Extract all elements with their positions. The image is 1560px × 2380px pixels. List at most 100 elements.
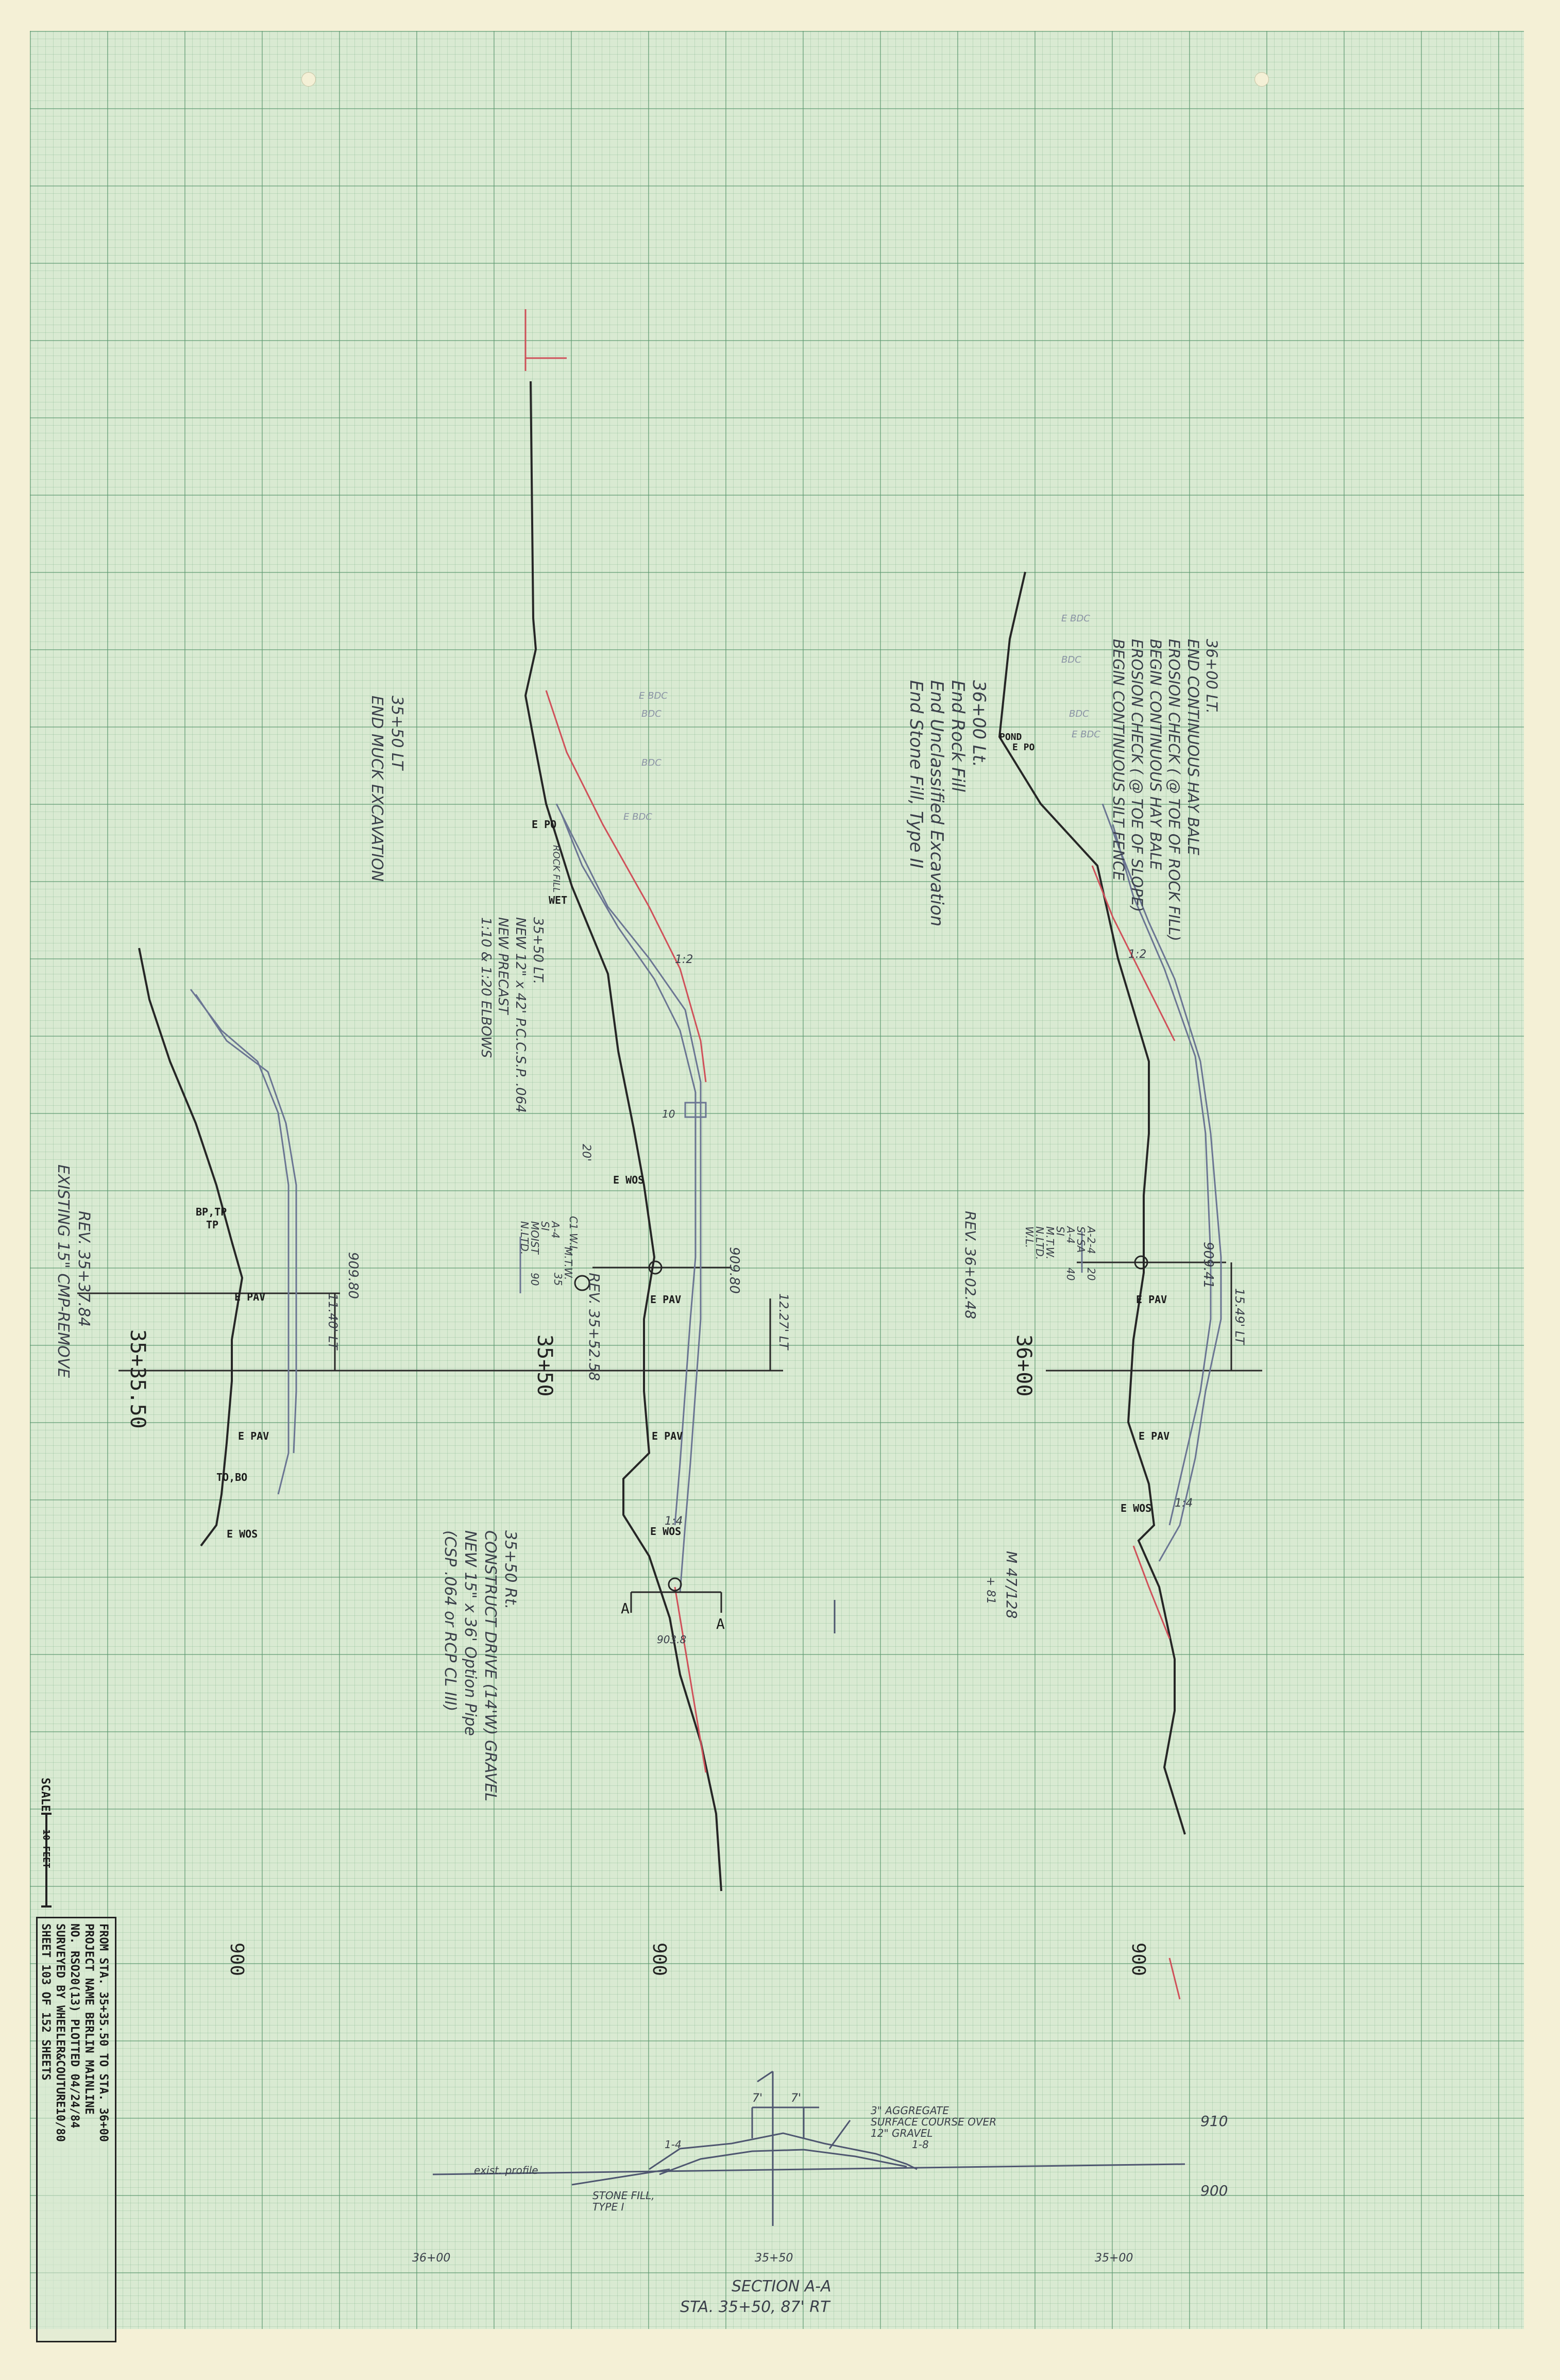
label-e-bdc-2: E BDC xyxy=(623,812,652,822)
punch-hole xyxy=(1254,72,1269,87)
soil-n-ltd: N.LTD. xyxy=(518,1221,531,1255)
elev-35-50: 909.80 xyxy=(726,1247,742,1294)
title-line-5: SHEET 103 OF 152 SHEETS xyxy=(39,1923,52,2081)
label-bdc-4: BDC xyxy=(1069,708,1089,719)
slope-1-2-b: 1:2 xyxy=(1128,948,1147,961)
profile-elev-900: 900 xyxy=(1200,2182,1228,2199)
station-label-35-35: 35+35.50 xyxy=(126,1329,149,1429)
station-label-36-00: 36+00 xyxy=(1012,1335,1036,1397)
scale-label: SCALE xyxy=(39,1778,52,1812)
well-marker xyxy=(574,1275,590,1291)
soil-c1-wl: C1 W.L. xyxy=(567,1216,580,1255)
grade-label-3: 900 xyxy=(1128,1943,1149,1977)
label-e-po-2: E PO xyxy=(1012,742,1035,753)
red-toe-36-00 xyxy=(1132,1545,1171,1639)
profile-sta-right: 35+00 xyxy=(1095,2252,1133,2265)
label-bdc-1: BDC xyxy=(641,708,662,719)
proposed-slope-35-50b xyxy=(561,814,697,1526)
title-line-1: FROM STA. 35+35.50 TO STA. 36+00 xyxy=(97,1923,110,2142)
offset-12-27: 12.27' LT xyxy=(776,1293,791,1350)
punch-hole xyxy=(301,72,316,87)
offset-11-40: 11.40' LT xyxy=(326,1293,340,1350)
title-line-3: NO. RSO20(13) PLOTTED 04/24/84 xyxy=(68,1923,81,2129)
section-slope-a: 1-4 xyxy=(665,2138,682,2151)
section-dim-1: 7' xyxy=(752,2092,763,2105)
slope-1-2-a: 1:2 xyxy=(675,953,693,966)
title-line-4: SURVEYED BY WHEELER&COUTURE10/80 xyxy=(54,1923,66,2142)
existing-cmp-note: EXISTING 15" CMP-REMOVE xyxy=(54,1164,72,1378)
label-e-bdc-4: E BDC xyxy=(1072,729,1100,740)
label-e-wos-3: E WOS xyxy=(650,1525,682,1538)
graph-paper-grid xyxy=(30,31,1524,2329)
note-drive: 35+50 Rt. CONSTRUCT DRIVE (14'W) GRAVEL … xyxy=(441,1530,519,1802)
note-rock-fill: 36+00 Lt. End Rock Fill End Unclassified… xyxy=(905,680,989,927)
station-label-35-50: 35+50 xyxy=(533,1335,556,1397)
red-slope-35-50 xyxy=(545,690,707,1083)
profile-sta-left: 36+00 xyxy=(412,2252,451,2265)
elev-36-00: 909.41 xyxy=(1200,1242,1216,1289)
slope-1-4-a: 1:4 xyxy=(665,1515,683,1528)
cut-label-a-left: A xyxy=(621,1600,630,1617)
label-to-bo: TO,BO xyxy=(216,1471,248,1483)
proposed-slope-35-35 xyxy=(190,989,290,1495)
rev-36-02: REV. 36+02.48 xyxy=(962,1211,979,1320)
label-903-8: 903.8 xyxy=(657,1633,687,1646)
label-20ft: 20' xyxy=(580,1144,592,1162)
note-end-muck: 35+50 LT END MUCK EXCAVATION xyxy=(368,696,406,882)
label-e-pav-6: E PAV xyxy=(1139,1430,1170,1442)
label-e-bdc-3: E BDC xyxy=(1061,613,1090,624)
ground-line-36-00 xyxy=(998,571,1186,1835)
red-toe-35-50 xyxy=(674,1586,707,1773)
title-block: FROM STA. 35+35.50 TO STA. 36+00 PROJECT… xyxy=(36,1917,116,2342)
rev-35-52: REV. 35+52.58 xyxy=(586,1273,603,1381)
note-pipe: 35+50 LT. NEW 12" x 42' P.C.C.S.P. .064 … xyxy=(478,917,546,1113)
label-e-bdc-1: E BDC xyxy=(639,690,668,701)
label-e-pav-2: E PAV xyxy=(238,1430,269,1442)
m-note-2: + 81 xyxy=(984,1577,997,1605)
profile-sta-mid: 35+50 xyxy=(755,2252,793,2265)
label-bdc-2: BDC xyxy=(641,757,662,768)
profile-elev-910: 910 xyxy=(1200,2113,1228,2130)
pipe-end xyxy=(684,1102,707,1118)
station-marker-35-50 xyxy=(648,1260,663,1275)
note-erosion: 36+00 LT. END CONTINUOUS HAY BALE EROSIO… xyxy=(1109,639,1220,941)
section-surface-note: 3" AGGREGATE SURFACE COURSE OVER 12" GRA… xyxy=(871,2104,997,2139)
label-pond: POND xyxy=(999,732,1022,742)
grade-label-2: 900 xyxy=(649,1943,670,1977)
section-title: SECTION A-A xyxy=(732,2277,832,2295)
offset-15-49: 15.49' LT xyxy=(1232,1288,1247,1345)
label-e-pav-3: E PAV xyxy=(650,1293,682,1306)
proposed-slope-35-35b xyxy=(195,994,297,1454)
label-wet: WET xyxy=(549,894,568,906)
slope-1-4-b: 1:4 xyxy=(1175,1497,1193,1510)
scale-value: 10 FEET xyxy=(41,1829,52,1868)
ground-line-35-35 xyxy=(138,948,244,1547)
label-e-pav-1: E PAV xyxy=(234,1291,266,1303)
label-e-pav-5: E PAV xyxy=(1136,1293,1167,1306)
red-slope-36-00 xyxy=(1091,865,1176,1041)
section-slope-b: 1-8 xyxy=(912,2138,929,2151)
soil-wl: W.L. xyxy=(1023,1226,1036,1248)
label-e-po: E PO xyxy=(532,818,557,831)
soil-20: 20 xyxy=(1085,1268,1097,1281)
exist-profile-line xyxy=(432,2163,1185,2175)
proposed-slope-36-00b xyxy=(1112,824,1212,1526)
elev-35-35: 909.80 xyxy=(345,1252,361,1299)
label-e-wos-2: E WOS xyxy=(613,1174,645,1186)
label-rock-fill: ROCK FILL xyxy=(551,845,562,893)
ground-line-35-50 xyxy=(524,381,722,1892)
station-marker-36-00 xyxy=(1134,1255,1148,1270)
section-marker xyxy=(668,1577,682,1592)
label-10: 10 xyxy=(662,1108,675,1120)
grade-label-1: 900 xyxy=(226,1943,247,1977)
section-exist-profile: exist. profile xyxy=(474,2164,538,2176)
cut-label-a-right: A xyxy=(716,1615,725,1632)
label-bp-tp: BP,TP xyxy=(196,1206,227,1218)
label-tp: TP xyxy=(206,1219,219,1231)
soil-90: 90 xyxy=(529,1273,541,1286)
label-e-pav-4: E PAV xyxy=(652,1430,683,1442)
section-dim-2: 7' xyxy=(791,2092,802,2105)
proposed-slope-35-50 xyxy=(555,803,702,1593)
